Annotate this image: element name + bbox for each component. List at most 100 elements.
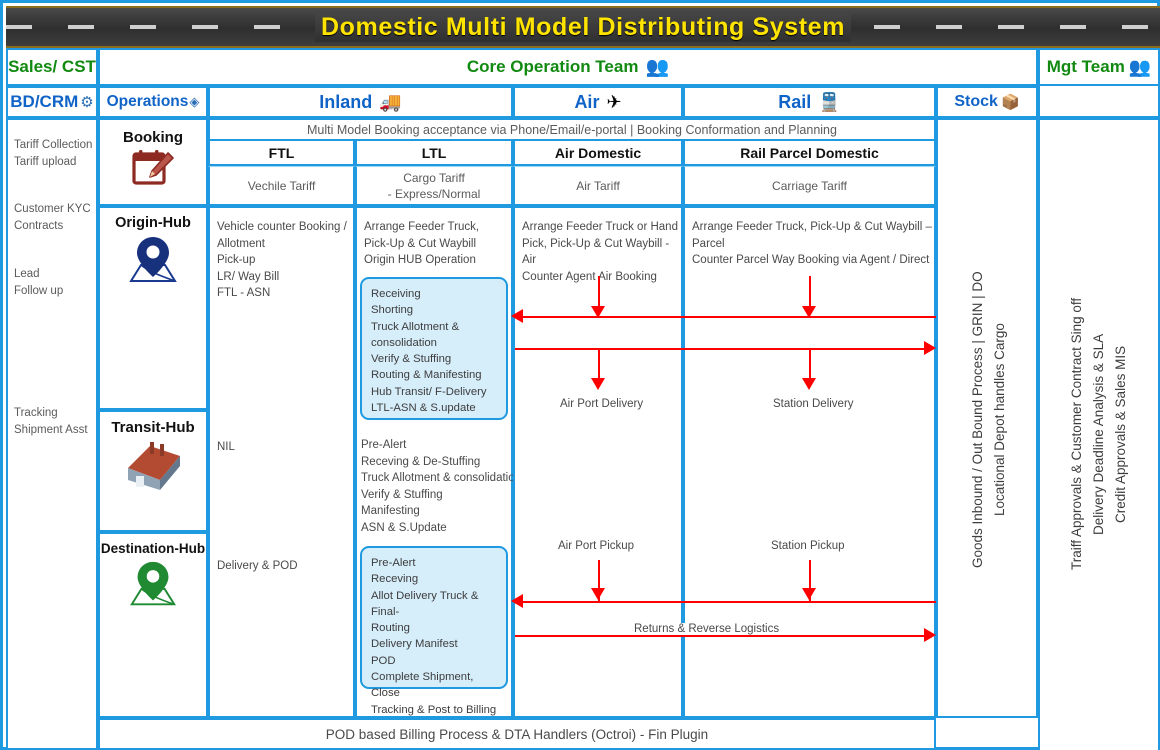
rail-tariff: Carriage Tariff	[772, 178, 847, 193]
title-bar: Domestic Multi Model Distributing System	[6, 6, 1160, 48]
green-map-pin-icon	[130, 561, 176, 606]
core-operation-team-label: Core Operation Team	[466, 57, 639, 76]
lead-tasks: Lead Follow up	[14, 268, 64, 297]
air-inbound-arrow-head	[591, 306, 605, 318]
booking-form-pencil-icon	[132, 150, 174, 185]
people-group-icon: 👥	[645, 57, 670, 78]
rail-origin-tasks: Arrange Feeder Truck, Pick-Up & Cut Wayb…	[692, 221, 932, 266]
boxes-icon: 📦	[1000, 94, 1020, 111]
rail-label: Rail	[778, 91, 812, 112]
truck-icon: 🚚	[379, 91, 402, 112]
ltl-transit-tasks: Pre-Alert Receving & De-Stuffing Truck A…	[361, 439, 522, 534]
rail-delivery-arrow-head	[802, 378, 816, 390]
stock-body-column: Goods Inbound / Out Bound Process | GRIN…	[936, 118, 1038, 718]
tracking-tasks: Tracking Shipment Asst	[14, 407, 88, 436]
ftl-tariff-cell: Vechile Tariff	[208, 166, 355, 206]
mgt-header-spacer	[1038, 86, 1160, 118]
gear-icon: ⚙	[80, 94, 94, 111]
airplane-icon: ✈	[606, 91, 622, 112]
operations-header: Operations ◈	[98, 86, 208, 118]
footer-billing-row: POD based Billing Process & DTA Handlers…	[98, 718, 936, 750]
station-pickup-label: Station Pickup	[767, 540, 849, 552]
returns-line	[515, 635, 928, 637]
core-operation-team-header: Core Operation Team 👥	[98, 48, 1038, 86]
inland-label: Inland	[319, 91, 373, 112]
hub-to-modes-arrow-head	[924, 341, 936, 355]
ltl-origin-tasks: Arrange Feeder Truck, Pick-Up & Cut Wayb…	[364, 221, 480, 266]
bd-crm-body: Tariff Collection Tariff upload Customer…	[6, 118, 98, 750]
air-pickup-arrow-line	[598, 560, 600, 602]
pickup-to-hub-arrow-head	[511, 594, 523, 608]
ftl-origin-tasks: Vehicle counter Booking / Allotment Pick…	[217, 221, 347, 299]
rail-parcel-domestic-header: Rail Parcel Domestic	[683, 141, 936, 166]
air-label: Air	[574, 91, 600, 112]
stock-column-text: Goods Inbound / Out Bound Process | GRIN…	[970, 271, 1007, 569]
destination-ltl-process-box: Pre-Alert Receving Allot Delivery Truck …	[360, 546, 508, 732]
footer-text: POD based Billing Process & DTA Handlers…	[325, 726, 709, 742]
ltl-tariff-cell: Cargo Tariff - Express/Normal	[355, 166, 513, 206]
ltl-header: LTL	[355, 141, 513, 166]
air-tariff-cell: Air Tariff	[513, 166, 683, 206]
tariff-tasks: Tariff Collection Tariff upload	[14, 139, 93, 168]
inbound-to-hub-arrow-head	[511, 309, 523, 323]
mgt-body-column: Traiff Approvals & Customer Contract Sin…	[1038, 118, 1160, 750]
rail-inbound-arrow-head	[802, 306, 816, 318]
origin-ltl-process-box: Receiving Shorting Truck Allotment & con…	[360, 277, 508, 420]
process-nodes-icon: ◈	[189, 94, 200, 109]
rail-tariff-cell: Carriage Tariff	[683, 166, 936, 206]
stage-origin-hub: Origin-Hub	[98, 206, 208, 410]
operations-label: Operations	[106, 93, 189, 110]
rail-parcel-domestic-label: Rail Parcel Domestic	[740, 144, 879, 161]
rail-header: Rail 🚆	[683, 86, 936, 118]
air-delivery-arrow-line	[598, 348, 600, 380]
destination-hub-label: Destination-Hub	[100, 541, 206, 556]
booking-banner: Multi Model Booking acceptance via Phone…	[208, 118, 936, 141]
stock-header: Stock 📦	[936, 86, 1038, 118]
blue-map-pin-icon	[129, 237, 177, 282]
bd-crm-header: BD/CRM ⚙	[6, 86, 98, 118]
inbound-to-hub-line	[523, 316, 936, 318]
ftl-header: FTL	[208, 141, 355, 166]
ftl-destination-tasks: Delivery & POD	[217, 560, 298, 572]
ftl-label: FTL	[268, 144, 295, 161]
management-team-icon: 👥	[1128, 56, 1152, 77]
stage-transit-hub: Transit-Hub	[98, 410, 208, 532]
station-delivery-label: Station Delivery	[769, 398, 858, 410]
pickup-to-hub-line	[523, 601, 936, 603]
page-title: Domestic Multi Model Distributing System	[314, 12, 852, 42]
bd-crm-label: BD/CRM	[10, 92, 79, 111]
air-delivery-arrow-head	[591, 378, 605, 390]
hub-to-modes-line	[515, 348, 928, 350]
customer-tasks: Customer KYC Contracts	[14, 203, 91, 232]
inland-header: Inland 🚚	[208, 86, 513, 118]
ftl-tariff: Vechile Tariff	[247, 178, 316, 193]
train-icon: 🚆	[818, 91, 841, 112]
ltl-label: LTL	[421, 144, 447, 161]
air-tariff: Air Tariff	[576, 178, 620, 193]
returns-arrow-head	[924, 628, 936, 642]
rail-pickup-arrow-line	[809, 560, 811, 602]
air-pickup-arrow-head	[591, 588, 605, 600]
air-domestic-label: Air Domestic	[554, 144, 642, 161]
ftl-body-column: Vehicle counter Booking / Allotment Pick…	[208, 206, 355, 718]
transit-hub-label: Transit-Hub	[111, 419, 195, 436]
rail-pickup-arrow-head	[802, 588, 816, 600]
mgt-team-label: Mgt Team	[1046, 57, 1125, 76]
air-inbound-arrow-line	[598, 276, 600, 308]
origin-hub-label: Origin-Hub	[115, 215, 191, 231]
rail-delivery-arrow-line	[809, 348, 811, 380]
booking-label: Booking	[123, 129, 183, 146]
warehouse-icon	[128, 442, 180, 490]
stage-booking: Booking	[98, 118, 208, 206]
sales-cst-header: Sales/ CST	[6, 48, 98, 86]
stock-label: Stock	[954, 93, 998, 110]
booking-banner-text: Multi Model Booking acceptance via Phone…	[307, 122, 837, 137]
mgt-team-header: Mgt Team 👥	[1038, 48, 1160, 86]
air-origin-tasks: Arrange Feeder Truck or Hand Pick, Pick-…	[522, 221, 678, 283]
mgt-column-text: Traiff Approvals & Customer Contract Sin…	[1069, 297, 1128, 571]
returns-label: Returns & Reverse Logistics	[630, 623, 784, 635]
air-header: Air ✈	[513, 86, 683, 118]
stage-destination-hub: Destination-Hub	[98, 532, 208, 718]
ftl-transit-tasks: NIL	[217, 441, 235, 453]
